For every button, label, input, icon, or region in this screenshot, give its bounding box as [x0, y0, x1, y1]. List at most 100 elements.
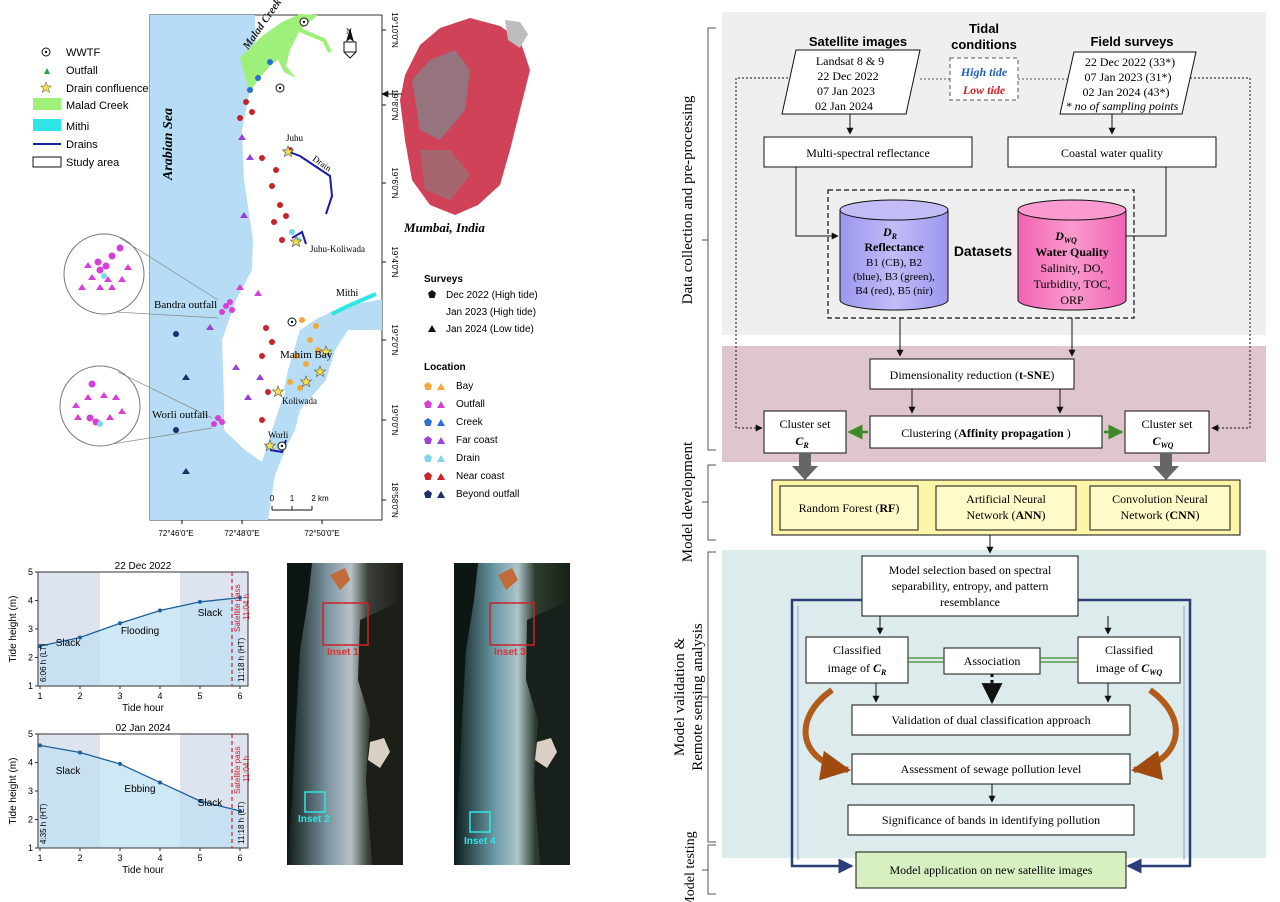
cluster-set-r-box — [763, 410, 847, 454]
y-tick-label: 3 — [28, 786, 33, 796]
study-area-map — [149, 14, 386, 524]
tide-point — [118, 621, 122, 626]
tide-line — [39, 597, 241, 647]
juhu-koliwada-drain — [291, 230, 307, 245]
reflectance-dataset-cylinder — [839, 199, 949, 311]
legend-mithi: Mithi — [66, 121, 89, 133]
model-ann-end: ) — [1041, 508, 1045, 522]
tide-point — [118, 761, 122, 766]
location-item: Bay — [456, 381, 473, 392]
scale-tick: 1 — [290, 494, 295, 503]
model-cnn-text: Network ( — [1121, 508, 1170, 522]
classified-wq-line: Classified — [1105, 643, 1153, 657]
tide-point — [198, 798, 202, 803]
svg-text:image of CR: image of CR — [828, 661, 887, 677]
satellite-line: 02 Jan 2024 — [815, 99, 873, 113]
model-rf-bold: RF — [879, 501, 895, 515]
surveys-title: Surveys — [424, 274, 463, 285]
dr-line: (blue), B3 (green), — [853, 271, 935, 283]
workflow-diagram — [702, 12, 1266, 895]
dr-line: B4 (red), B5 (nir) — [855, 285, 933, 297]
field-line: 22 Dec 2022 (33*) — [1085, 55, 1175, 69]
inset-labels: Inset 1 Inset 2 Inset 3 Inset 4 — [298, 647, 526, 847]
pass-label: Satellite pass — [233, 584, 242, 632]
classified-r-box — [805, 636, 909, 684]
field-note: * no of sampling points — [1066, 99, 1179, 113]
x-tick-label: 1 — [37, 853, 42, 863]
map-legend-labels: WWTF Outfall Drain confluence Malad Cree… — [66, 47, 149, 169]
location-item: Creek — [456, 417, 484, 428]
tide-line — [39, 744, 241, 812]
svg-text:DR: DR — [882, 225, 898, 241]
cluster-set-wq-box — [1124, 410, 1210, 454]
x-axis-label: Tide hour — [122, 865, 165, 876]
scale-tick: 2 km — [311, 494, 329, 503]
label-juhu: Juhu — [286, 133, 304, 143]
lat-tick: 19°10'0"N — [390, 12, 399, 48]
label-juhu-koliwada: Juhu-Koliwada — [310, 244, 365, 254]
svg-text:Random Forest (RF): Random Forest (RF) — [799, 501, 900, 515]
dwq-line: Salinity, DO, — [1041, 261, 1104, 275]
pass-label: Satellite pass — [233, 746, 242, 794]
x-tick-label: 5 — [197, 853, 202, 863]
survey-item: Jan 2023 (High tide) — [446, 307, 536, 318]
locations-title: Location — [424, 362, 466, 373]
survey-legend-icons — [428, 290, 436, 332]
multispectral-label: Multi-spectral reflectance — [806, 146, 930, 160]
y-tick-label: 5 — [28, 567, 33, 577]
inset-2-label: Inset 2 — [298, 814, 330, 825]
survey-item: Dec 2022 (High tide) — [446, 290, 538, 301]
inset-4-label: Inset 4 — [464, 836, 496, 847]
stage-test-label: Model testing — [683, 831, 698, 902]
coastal-box — [1007, 136, 1217, 168]
label-arabian-sea: Arabian Sea — [161, 108, 176, 181]
scale-bar — [271, 506, 313, 511]
tide-area — [40, 597, 240, 686]
multispectral-box — [763, 136, 973, 168]
x-tick-label: 5 — [197, 691, 202, 701]
tide-point — [238, 595, 242, 600]
classified-r-text: image of — [828, 661, 873, 675]
stage-val-label: Model validation & — [672, 638, 688, 757]
dwq-symbol: D — [1054, 229, 1064, 243]
y-tick-label: 4 — [28, 596, 33, 606]
significance-label: Significance of bands in identifying pol… — [882, 813, 1100, 827]
x-tick-label: 4 — [157, 853, 162, 863]
x-tick-label: 4 — [157, 691, 162, 701]
label-mithi: Mithi — [336, 288, 358, 299]
inset-3-label: Inset 3 — [494, 647, 526, 658]
satellite-line: 07 Jan 2023 — [817, 84, 875, 98]
dr-title: Reflectance — [864, 240, 924, 254]
phase-label: Slack — [198, 798, 223, 809]
drain-confluence-icons — [263, 145, 333, 452]
wwtf-icons — [275, 17, 309, 451]
label-worli-outfall: Worli outfall — [152, 409, 208, 421]
stage-val-label-2: Remote sensing analysis — [690, 623, 706, 771]
scale-tick: 0 — [270, 494, 275, 503]
chart-title: 22 Dec 2022 — [115, 561, 172, 572]
classified-r-sub: R — [880, 668, 887, 677]
phase-label: Slack — [198, 608, 223, 619]
selection-line: separability, entropy, and pattern — [892, 579, 1049, 593]
left-note: 4:35 h (HT) — [39, 803, 48, 844]
lon-tick: 72°48'0"E — [224, 529, 259, 538]
lat-tick: 19°8'0"N — [390, 89, 399, 120]
lat-tick: 19°0'0"N — [390, 404, 399, 435]
tide-point — [158, 780, 162, 785]
cluster-wq-title: Cluster set — [1142, 417, 1194, 431]
lon-ticks: 72°46'0"E 72°48'0"E 72°50'0"E — [158, 529, 339, 538]
svg-text:Clustering (Affinity propagati: Clustering (Affinity propagation ) — [901, 426, 1070, 440]
validation-box — [851, 704, 1131, 736]
classified-r-symbol: C — [873, 661, 882, 675]
application-label: Model application on new satellite image… — [890, 863, 1093, 877]
cluster-r-title: Cluster set — [780, 417, 832, 431]
tide-area — [40, 745, 240, 848]
satellite-image-1 — [287, 563, 403, 865]
label-mumbai: Mumbai, India — [403, 220, 485, 235]
label-bandra-outfall: Bandra outfall — [154, 299, 217, 311]
model-ann-bold: ANN — [1015, 508, 1041, 522]
water-quality-dataset-cylinder — [1017, 199, 1127, 311]
